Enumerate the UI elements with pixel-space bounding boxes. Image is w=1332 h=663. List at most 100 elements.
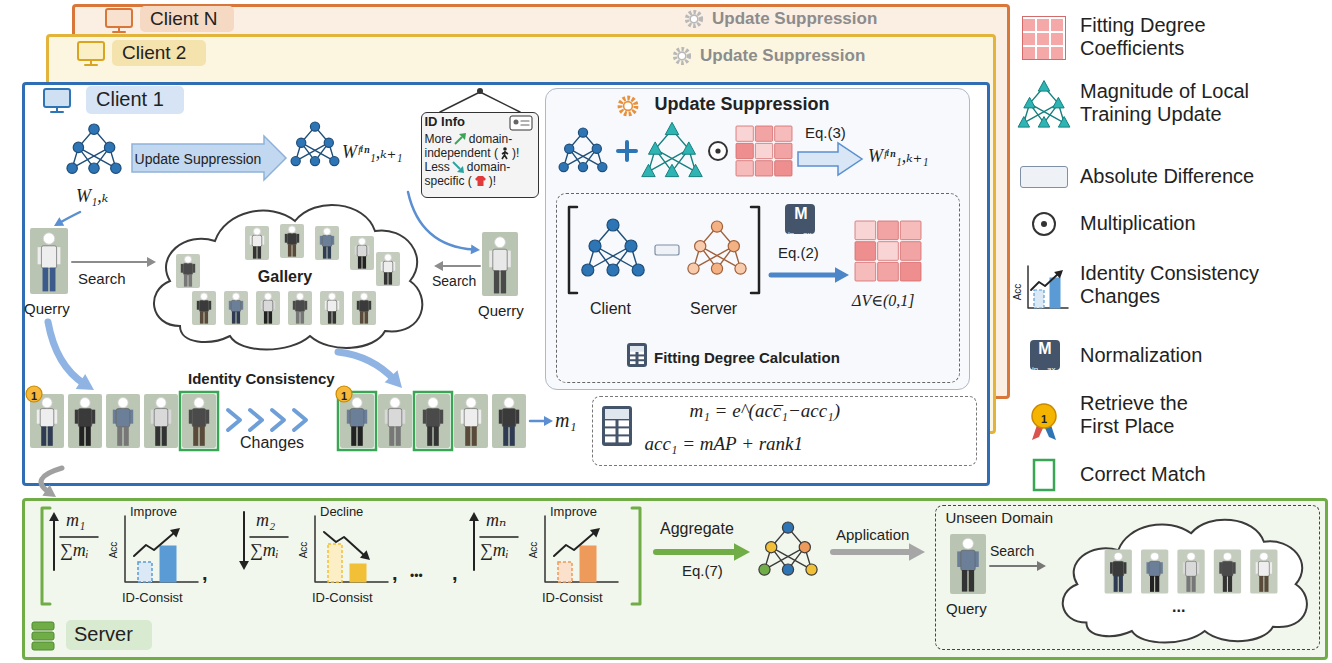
illustration-part (42, 398, 52, 408)
label-text: ∑mᵢ (480, 540, 509, 561)
illustration-part (735, 263, 746, 274)
illustration-part (37, 410, 40, 424)
illustration-part (330, 157, 339, 166)
illustration-part (545, 516, 618, 582)
illustration-part (199, 300, 209, 312)
illustration-part (250, 536, 288, 538)
illustration-part (774, 143, 791, 158)
illustration-part (116, 409, 130, 427)
illustration-part (41, 426, 46, 445)
illustration-part (623, 101, 632, 110)
illustration-part (324, 532, 365, 556)
text-row: independent ()! (425, 147, 520, 161)
illustration-part (287, 233, 297, 245)
illustration-part (510, 426, 515, 445)
illustration-part (521, 120, 529, 121)
text-holder: Wᶠⁱⁿ₁,ₖ₊₁ (868, 146, 929, 167)
edge-label: Update Suppression (133, 151, 264, 167)
illustration-part (130, 410, 133, 424)
illustration-part (184, 274, 188, 286)
text-holder: Update Suppression (133, 150, 264, 168)
illustration-part (26, 386, 42, 402)
illustration-part (80, 398, 90, 408)
node-text: Update Suppression (655, 94, 830, 115)
label-text: , (392, 562, 398, 585)
illustration-part (559, 162, 568, 171)
illustration-part (1032, 404, 1056, 428)
illustration-part (632, 264, 644, 276)
illustration-part (364, 410, 367, 424)
illustration-part (78, 129, 94, 147)
illustration-part (54, 217, 64, 226)
illustration-part (507, 251, 511, 268)
illustration-part (89, 124, 99, 134)
illustration-part (1223, 552, 1231, 560)
illustration-part (43, 233, 54, 244)
illustration-part (1058, 117, 1070, 128)
illustration-part (569, 148, 583, 166)
illustration-part (315, 143, 329, 161)
illustration-part (106, 394, 140, 448)
illustration-part (50, 268, 56, 292)
text-holder: Client N (150, 8, 218, 30)
illustration-part (416, 394, 450, 448)
legend-text: Normalization (1080, 344, 1202, 367)
illustration-part (315, 226, 339, 260)
illustration-part (188, 274, 192, 286)
illustration-part (771, 547, 811, 569)
illustration-part (1118, 575, 1122, 591)
node-text: Server (74, 623, 133, 646)
illustration-part (30, 228, 68, 294)
label-text: Acc (108, 542, 120, 559)
text-holder: Application (836, 526, 909, 544)
text-holder: Identity Consistency (188, 370, 335, 388)
illustration-part (625, 240, 637, 252)
illustration-part (592, 144, 601, 153)
label-text: 1 (31, 390, 37, 403)
illustration-part (1155, 575, 1159, 591)
text-holder: m₁ (66, 510, 85, 531)
gallery-cloud: Gallery (140, 196, 430, 351)
illustration-part (250, 410, 262, 430)
illustration-part (709, 142, 727, 160)
illustration-part (124, 426, 129, 445)
illustration-part (618, 436, 629, 442)
illustration-part (717, 227, 734, 247)
illustration-part (72, 147, 109, 168)
illustration-part (504, 398, 514, 408)
label-text: ... (1172, 598, 1185, 616)
text-holder: Normalization (1080, 344, 1312, 367)
illustration-part (960, 550, 974, 570)
illustration-part (630, 346, 644, 352)
illustration-part (1110, 562, 1113, 573)
illustration-part (607, 264, 619, 276)
text-holder: , (392, 562, 398, 585)
label-text: Client (590, 300, 631, 318)
illustration-part (389, 426, 394, 445)
illustration-part (639, 356, 645, 359)
label-text: Update Suppression (712, 9, 877, 29)
node-text: Gallery (258, 268, 312, 286)
illustration-part (32, 642, 54, 650)
label-text: Eq.(3) (805, 124, 846, 141)
text-holder: Query (946, 600, 987, 618)
illustration-part (388, 272, 392, 284)
text-holder: in (1032, 358, 1038, 376)
illustration-part (620, 98, 636, 114)
illustration-part (734, 543, 750, 561)
illustration (545, 88, 970, 390)
illustration-part (90, 60, 92, 65)
illustration-part (364, 311, 368, 323)
illustration (935, 505, 1320, 650)
illustration-part (578, 162, 587, 171)
illustration-part (471, 244, 480, 254)
illustration-part (38, 247, 42, 264)
illustration-part (455, 137, 462, 144)
label-text: m₁ (555, 409, 576, 432)
label-text: 1 (1041, 413, 1047, 426)
illustration-part (184, 256, 191, 263)
illustration-part (300, 311, 304, 323)
illustration-part (362, 256, 366, 268)
text-holder: , (452, 562, 458, 585)
illustration-part (655, 149, 695, 171)
